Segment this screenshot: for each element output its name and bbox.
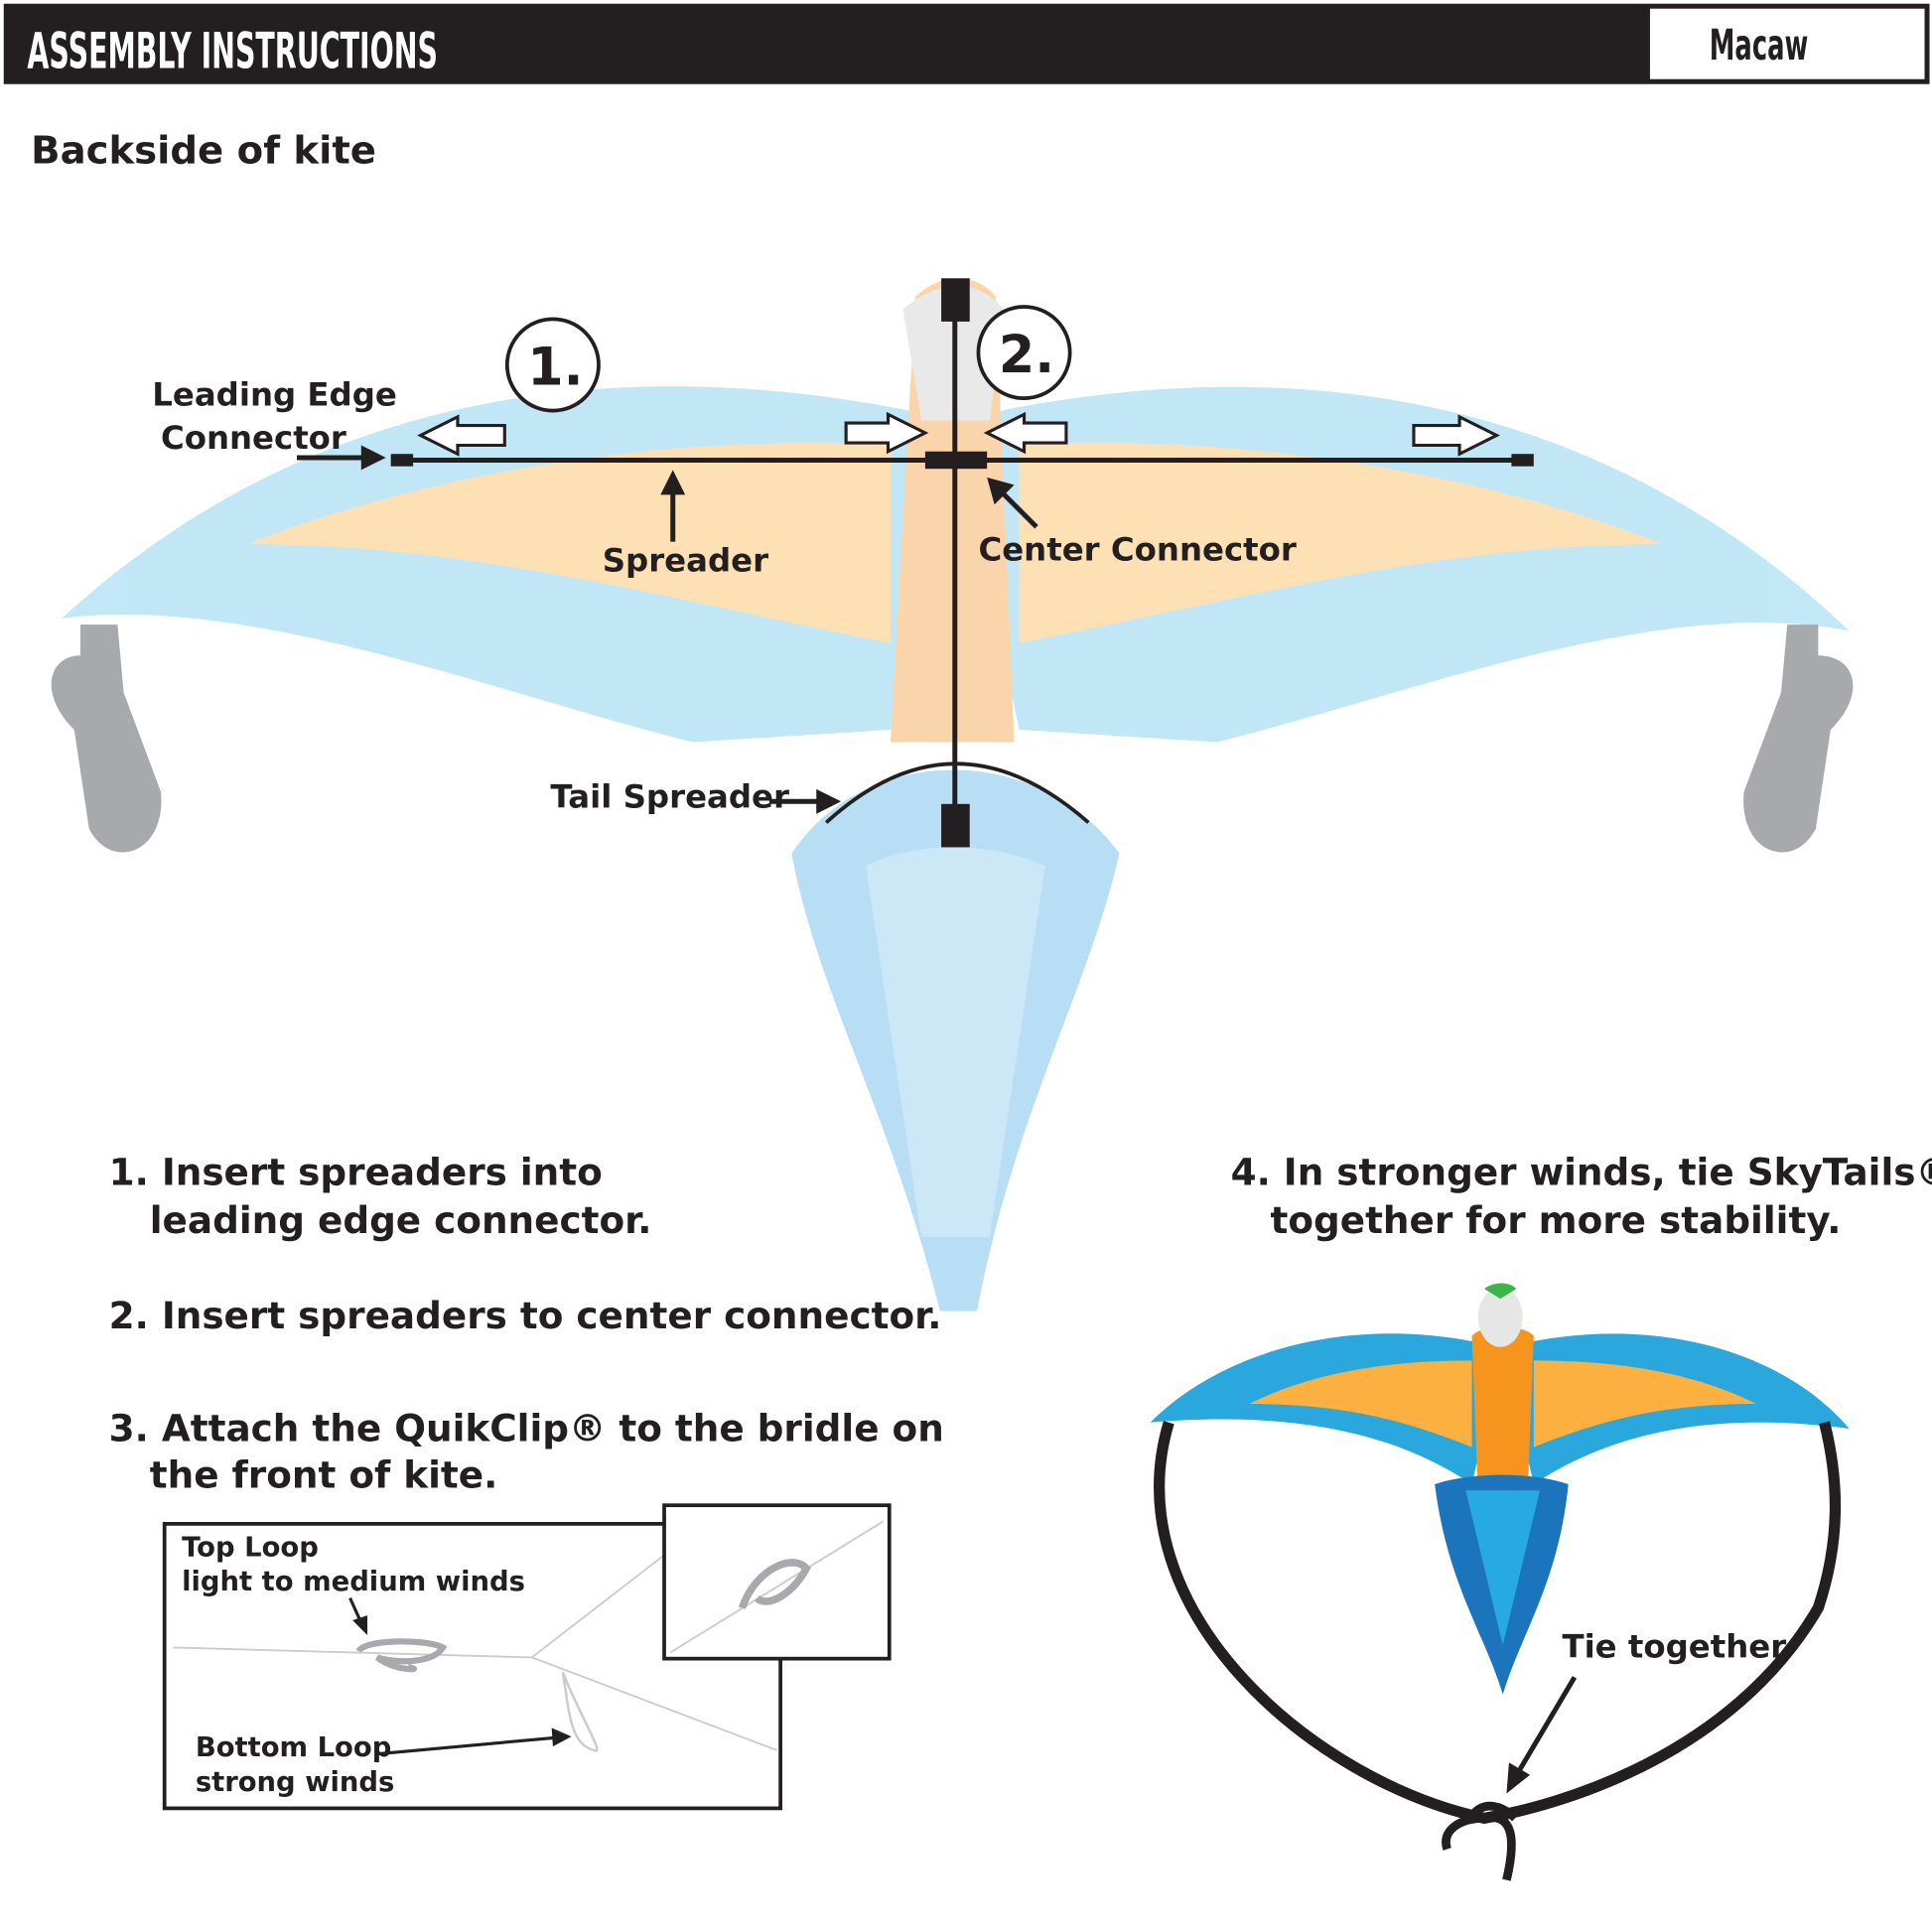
spine-cap-bottom — [941, 803, 970, 848]
bottom-loop-label: Bottom Loop — [196, 1732, 391, 1763]
step-3-line-1: 3. Attach the QuikClip® to the bridle on — [109, 1406, 944, 1449]
skytail-left — [51, 624, 162, 853]
kite-backside-illustration — [62, 278, 1850, 1311]
pointer-arrow-tie — [1516, 1676, 1578, 1773]
step-1-line-1: 1. Insert spreaders into — [109, 1151, 603, 1194]
step-marker-1: 1. — [504, 317, 601, 413]
step-4-line-2: together for more stability. — [1270, 1198, 1841, 1242]
section-title: Backside of kite — [31, 128, 376, 173]
spine-cap-top — [941, 278, 970, 322]
header-bar — [3, 3, 1930, 84]
step-marker-2: 2. — [976, 305, 1072, 401]
label-connector: Connector — [161, 419, 346, 457]
arrow-right-inward-icon — [844, 411, 929, 455]
quikclip-icon — [355, 1638, 448, 1673]
top-loop-label: Top Loop — [182, 1532, 319, 1563]
pointer-arrow-center-connector — [1000, 490, 1038, 529]
label-spreader: Spreader — [603, 542, 768, 580]
arrow-left-outward-icon — [417, 414, 506, 457]
header-title: ASSEMBLY INSTRUCTIONS — [27, 23, 438, 80]
tail-spreader-rod — [824, 761, 1090, 824]
tie-together-label: Tie together — [1562, 1627, 1786, 1665]
arrow-right-outward-icon — [1412, 414, 1500, 457]
center-connector — [924, 451, 988, 470]
kite-front-illustration — [1150, 1283, 1850, 1881]
steps-list: 1. Insert spreaders into leading edge co… — [109, 1151, 1932, 1497]
label-center-connector: Center Connector — [978, 530, 1296, 568]
model-box — [1649, 8, 1925, 79]
label-leading-edge: Leading Edge — [152, 376, 397, 414]
step-3-line-2: the front of kite. — [150, 1453, 498, 1497]
svg-text:1.: 1. — [527, 337, 583, 397]
bottom-loop-desc: strong winds — [196, 1767, 394, 1798]
svg-text:2.: 2. — [999, 325, 1054, 385]
bridle-diagram: Top Loop light to medium winds Bottom Lo… — [162, 1503, 892, 1811]
step-2-line-1: 2. Insert spreaders to center connector. — [109, 1294, 942, 1337]
knot-icon — [1442, 1801, 1519, 1881]
skytail-right — [1743, 624, 1854, 853]
top-loop-desc: light to medium winds — [182, 1567, 525, 1597]
step-1-line-2: leading edge connector. — [150, 1198, 652, 1242]
skytails-loop — [1154, 1421, 1842, 1825]
step-4-line-1: 4. In stronger winds, tie SkyTails® — [1231, 1151, 1932, 1194]
arrow-left-inward-icon — [983, 411, 1068, 455]
leading-edge-connector-right — [1511, 454, 1534, 467]
label-tail-spreader: Tail Spreader — [550, 778, 789, 816]
leading-edge-connector-left — [390, 454, 414, 467]
model-name: Macaw — [1710, 21, 1809, 69]
